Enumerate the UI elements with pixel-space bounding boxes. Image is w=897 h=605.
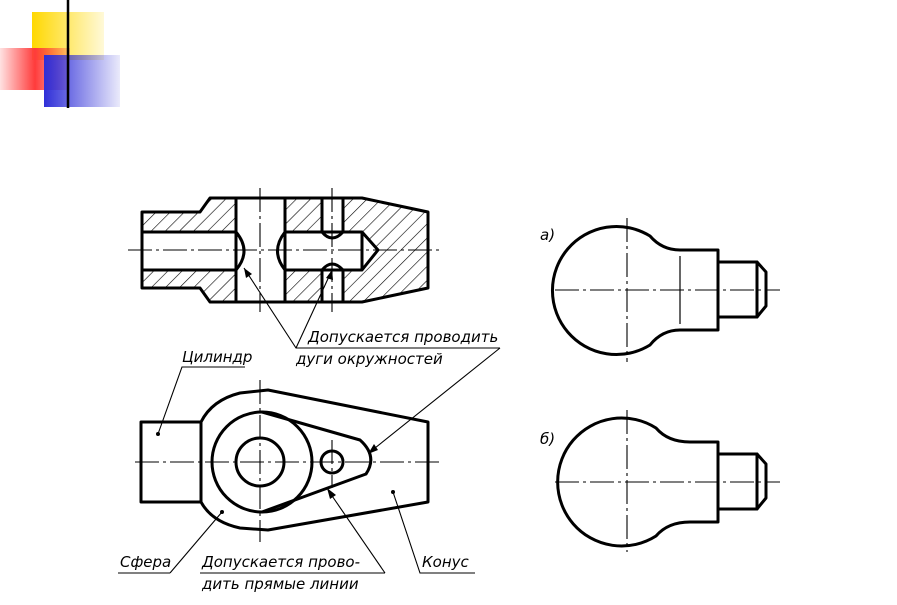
arcs-note-leaders <box>243 267 501 454</box>
part-outline <box>140 196 430 304</box>
plan-view-drawing <box>135 380 440 542</box>
note-arcs-line1: Допускается проводить <box>307 328 498 346</box>
note-arcs-line2: дуги окружностей <box>295 350 443 368</box>
note-lines-line1: Допускается прово- <box>201 553 360 571</box>
slot-tangent-lines <box>260 410 373 514</box>
label-cylinder: Цилиндр <box>182 348 252 366</box>
label-sphere: Сфера <box>120 553 171 571</box>
intersection-arcs <box>234 230 345 272</box>
plan-labels-leaders <box>118 366 475 574</box>
variant-b-drawing <box>555 410 780 552</box>
hatched-section-bottom <box>142 270 322 302</box>
note-lines-line2: дить прямые линии <box>201 575 359 593</box>
label-cone: Конус <box>422 553 470 571</box>
hatched-section-top <box>142 198 428 302</box>
variant-a-drawing <box>551 218 780 362</box>
sectioned-part-drawing <box>128 188 440 312</box>
label-variant-a: а) <box>540 226 555 244</box>
label-variant-b: б) <box>540 430 555 448</box>
slide-logo <box>0 0 890 108</box>
logo-blue-square <box>44 55 120 107</box>
